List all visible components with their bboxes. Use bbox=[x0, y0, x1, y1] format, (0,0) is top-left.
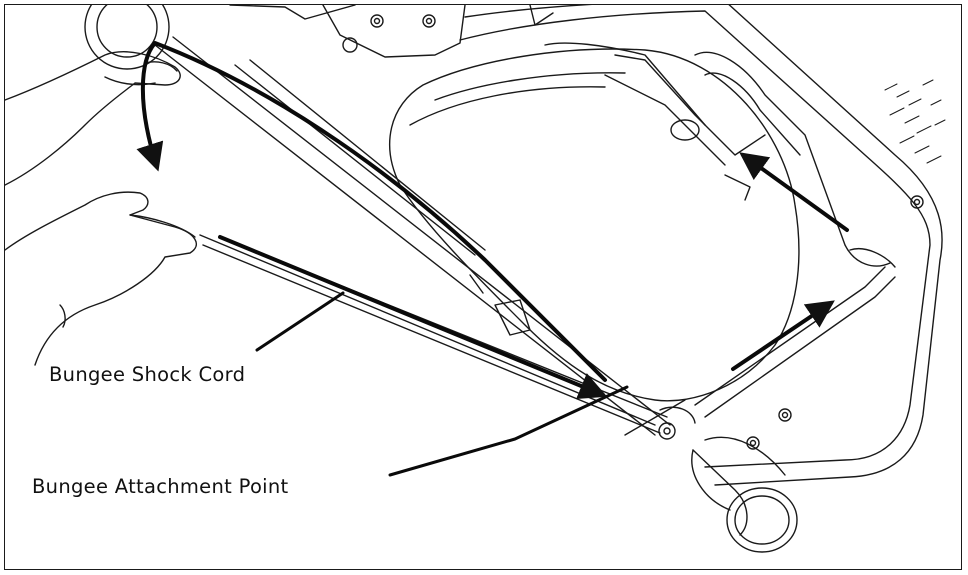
shock-cord-leader bbox=[255, 291, 345, 352]
frame-up-arrow-upper bbox=[739, 152, 849, 232]
hinge-plate bbox=[229, 5, 554, 58]
bungee-shock-cord-label: Bungee Shock Cord bbox=[49, 363, 246, 386]
pull-down-arrow bbox=[136, 41, 607, 382]
foot-cap bbox=[691, 436, 798, 553]
bungee-cord bbox=[199, 234, 668, 434]
bungee-attachment-point-label: Bungee Attachment Point bbox=[32, 475, 289, 498]
attachment-point-leader bbox=[388, 385, 629, 477]
lower-hand bbox=[5, 191, 197, 366]
frame-up-arrow-lower bbox=[731, 300, 835, 371]
cord-route-arrow bbox=[218, 235, 608, 400]
hatch-marks bbox=[884, 79, 946, 164]
back-frame bbox=[604, 51, 896, 268]
top-left-end-cap bbox=[84, 5, 170, 70]
seat-cushion bbox=[389, 42, 800, 402]
tubular-frame bbox=[459, 5, 943, 486]
chair-underside-illustration bbox=[5, 5, 946, 553]
attachment-bolts bbox=[658, 406, 696, 440]
diagram-frame: Bungee Shock Cord Bungee Attachment Poin… bbox=[4, 4, 962, 570]
upper-hand bbox=[5, 51, 181, 186]
